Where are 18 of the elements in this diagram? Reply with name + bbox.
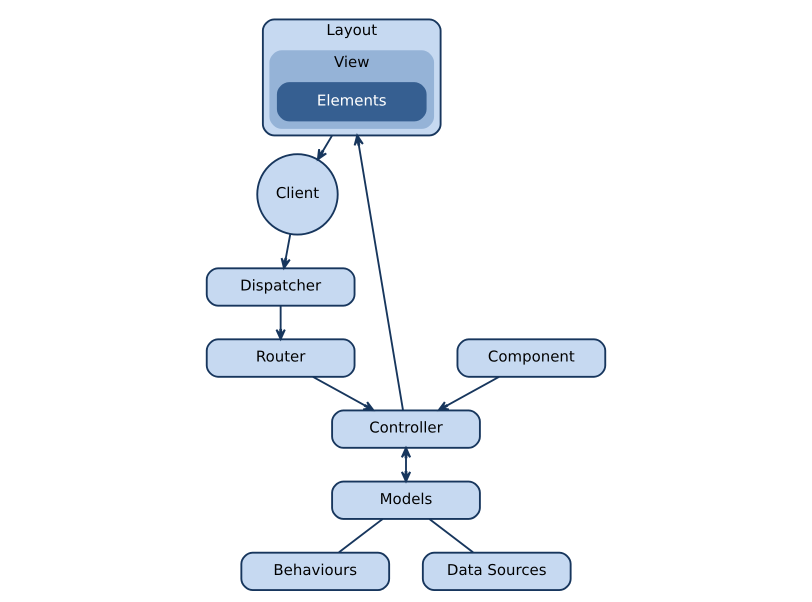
arrow	[280, 234, 292, 270]
connector	[428, 518, 474, 554]
node-box: Controller	[331, 410, 481, 449]
node-box: Models	[331, 480, 481, 520]
node-box: Component	[456, 338, 606, 378]
arrow	[276, 306, 286, 340]
connector	[338, 518, 384, 554]
node-box: Behaviours	[240, 552, 390, 591]
arrow	[316, 134, 333, 160]
arrow	[312, 376, 374, 412]
arrow	[438, 376, 500, 412]
arrow	[354, 134, 404, 410]
node-circle: Client	[256, 153, 339, 236]
node-box: Router	[206, 338, 356, 378]
node-box: Elements	[276, 82, 427, 122]
node-box: Dispatcher	[206, 267, 356, 307]
node-box: Data Sources	[422, 552, 572, 591]
arrow	[400, 447, 412, 482]
